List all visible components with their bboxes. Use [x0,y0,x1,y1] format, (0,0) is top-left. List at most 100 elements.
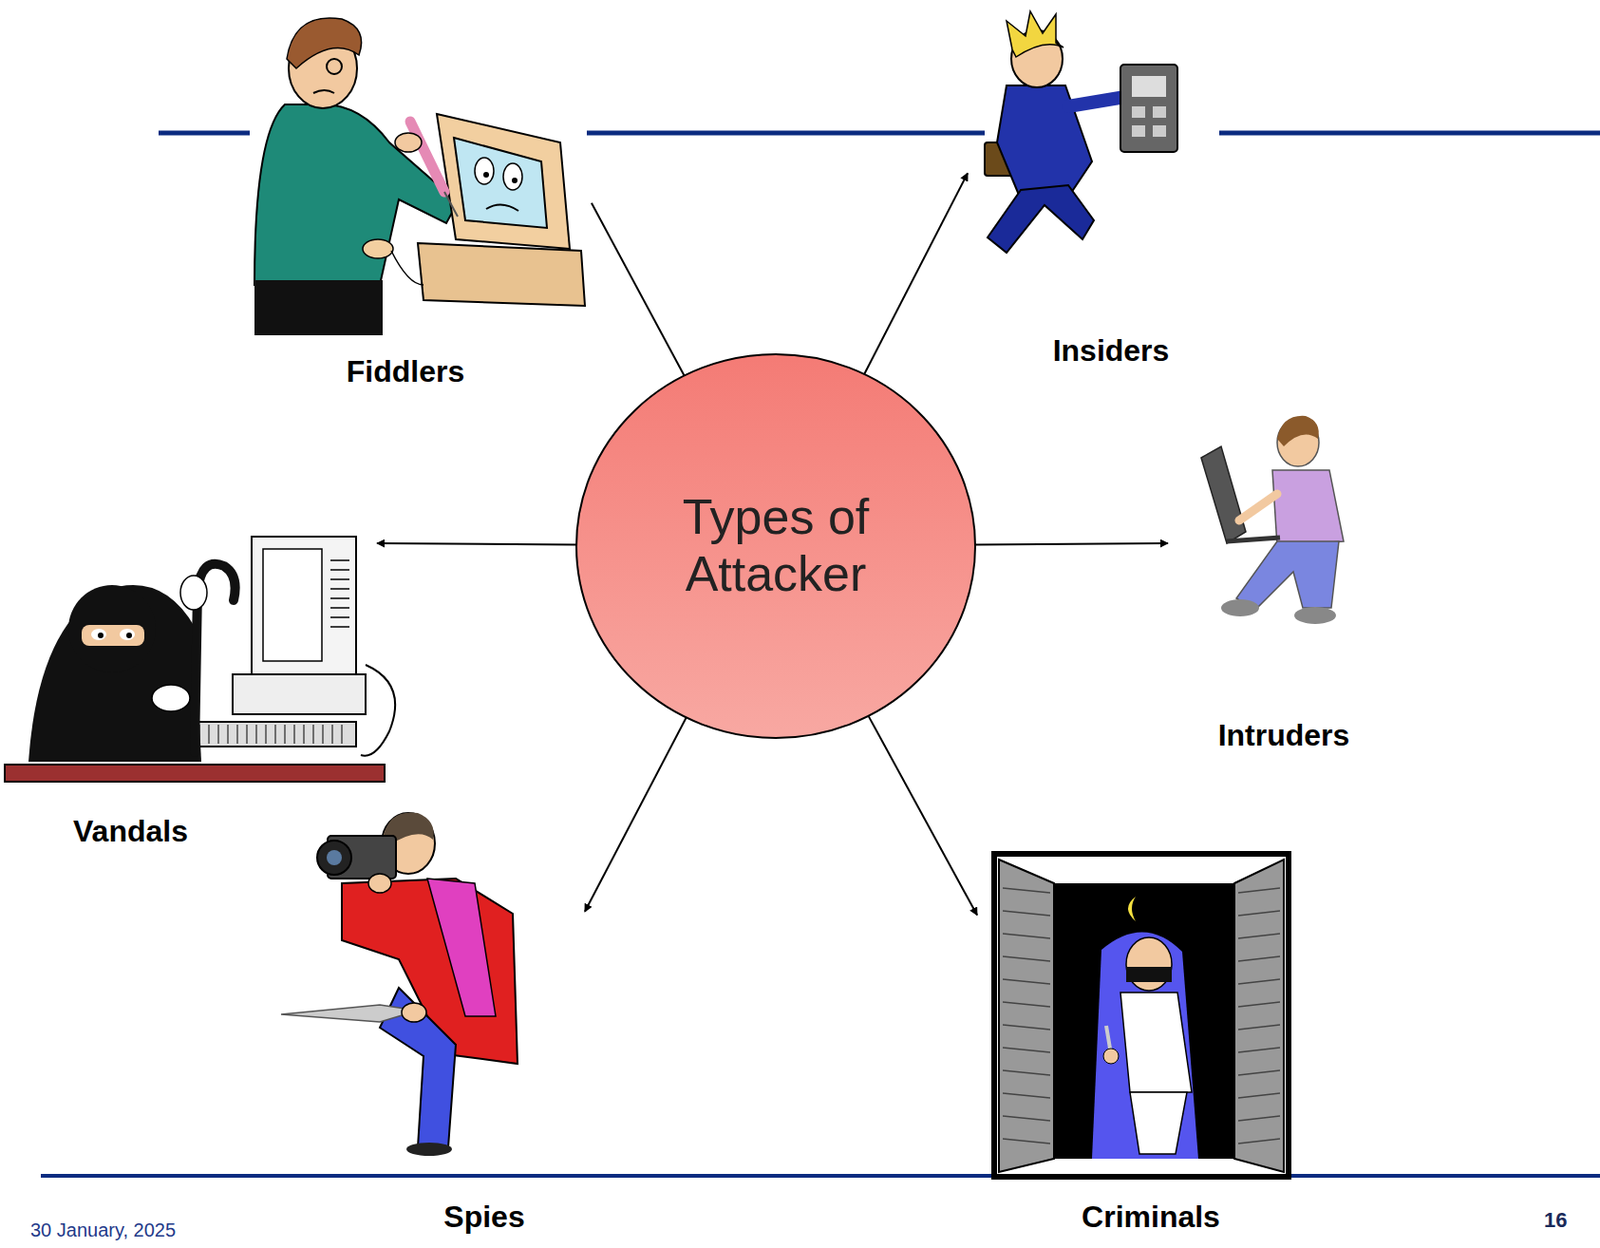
vandal-figure-part [265,724,267,744]
vandal-figure-part [303,724,305,744]
criminal-figure [994,853,1289,1177]
insider-figure [984,11,1178,253]
rule-lines-part [40,1173,1600,1178]
fiddler-figure-part [417,243,585,306]
vandal-figure-part [330,559,350,562]
date-footer: 30 January, 2025 [30,1219,176,1242]
vandal-figure-part [227,724,229,744]
rule-lines-part [586,131,985,136]
insider-figure-part [987,185,1094,253]
intruder-figure-part [1201,446,1246,544]
fiddler-figure-part [395,132,422,152]
connector-arrow [591,203,685,377]
center-ellipse: Types of Attacker [574,352,978,740]
spy-figure-part [406,1142,452,1156]
fiddler-figure-part [410,121,445,192]
attacker-fiddlers: Fiddlers [220,5,591,396]
fiddler-figure-part [486,204,519,211]
vandal-figure-part [119,628,135,640]
attacker-intruders: Intruders [1169,403,1398,759]
intruder-figure-part [1239,493,1278,521]
criminal-figure-part [1091,931,1199,1159]
criminal-figure-part [1002,933,1051,939]
fiddler-figure [254,18,585,336]
vandal-figure-part [330,578,350,581]
attacker-criminals: Criminals [978,845,1324,1241]
vandal-figure-part [341,724,343,744]
attacker-spies: Spies [384,816,584,1241]
vandal-figure-part [28,584,202,762]
criminal-figure-part [1128,896,1136,922]
insider-figure-part [1152,106,1167,118]
fiddler-figure-part [444,191,458,217]
vandal-figure-part [208,724,210,744]
criminal-figure-part [1002,978,1051,984]
rule-lines-part [1219,131,1600,136]
criminal-figure-part [1238,933,1280,939]
vandal-figure-part [256,724,258,744]
vandal-figure-part [81,624,145,646]
vandal-figure-part [322,724,324,744]
criminal-figure-part [1238,1047,1280,1053]
intruder-figure-part [1272,470,1344,546]
center-title: Types of Attacker [647,489,904,603]
vandal-figure-part [246,724,248,744]
criminal-figure-part [1126,937,1172,991]
vandal-figure-part [263,548,322,661]
vandal-figure-part [330,625,350,628]
vandal-figure-part [313,724,315,744]
vandal-figure-part [330,568,350,571]
vandal-figure-part [91,628,107,640]
vandal-figure-part [180,575,208,610]
criminal-figure-part [1002,1047,1051,1053]
insider-figure-part [1131,75,1167,97]
criminal-figure-part [1238,978,1280,984]
attacker-label: Spies [443,1199,525,1235]
vandal-figure-part [332,724,334,744]
spy-figure-part [368,873,392,893]
connector-arrow [584,716,687,911]
criminal-figure-part [1120,992,1192,1092]
criminal-figure-part [1238,1092,1280,1098]
criminal-figure-part [1238,956,1280,961]
criminal-figure-part [1002,1092,1051,1098]
fiddler-figure-part [436,113,570,249]
fiddler-figure-part [326,58,342,75]
vandal-figure-part [360,664,396,756]
insider-figure-part [1006,11,1064,57]
attacker-label: Criminals [1081,1199,1221,1235]
fiddler-figure-part [254,280,383,336]
vandal-figure-part [251,536,357,675]
insider-figure-part [1131,106,1146,118]
criminal-figure-part [1054,883,1235,1159]
insider-figure-part [1131,125,1146,137]
page-number: 16 [1543,1207,1567,1233]
attacker-label: Vandals [73,813,189,849]
spy-figure-part [281,1004,418,1022]
criminal-figure-part [1238,887,1280,893]
criminal-figure-part [1002,1024,1051,1030]
criminal-figure-part [1238,1138,1280,1144]
connector-arrow [975,543,1168,545]
vandal-figure-part [284,724,286,744]
vandal-figure-part [232,674,366,715]
criminal-figure-part [1002,1115,1051,1121]
vandal-figure-part [237,724,239,744]
attacker-vandals: Vandals [4,527,376,855]
spy-figure-part [317,840,352,875]
intruder-figure-part [1277,415,1319,447]
vandal-figure-part [330,587,350,590]
vandal-figure-part [97,632,104,639]
vandal-figure-part [68,584,156,673]
spy-figure [281,812,518,1157]
vandal-figure-part [294,724,296,744]
fiddler-figure-part [391,250,424,285]
spy-figure-part [401,1002,427,1022]
vandal-figure-part [330,616,350,619]
intruder-figure-part [1226,537,1280,542]
criminal-figure-part [994,853,1289,1177]
vandal-figure [4,536,396,782]
criminal-figure-part [1002,910,1051,916]
vandal-figure-part [275,724,277,744]
criminal-figure-part [1238,910,1280,916]
